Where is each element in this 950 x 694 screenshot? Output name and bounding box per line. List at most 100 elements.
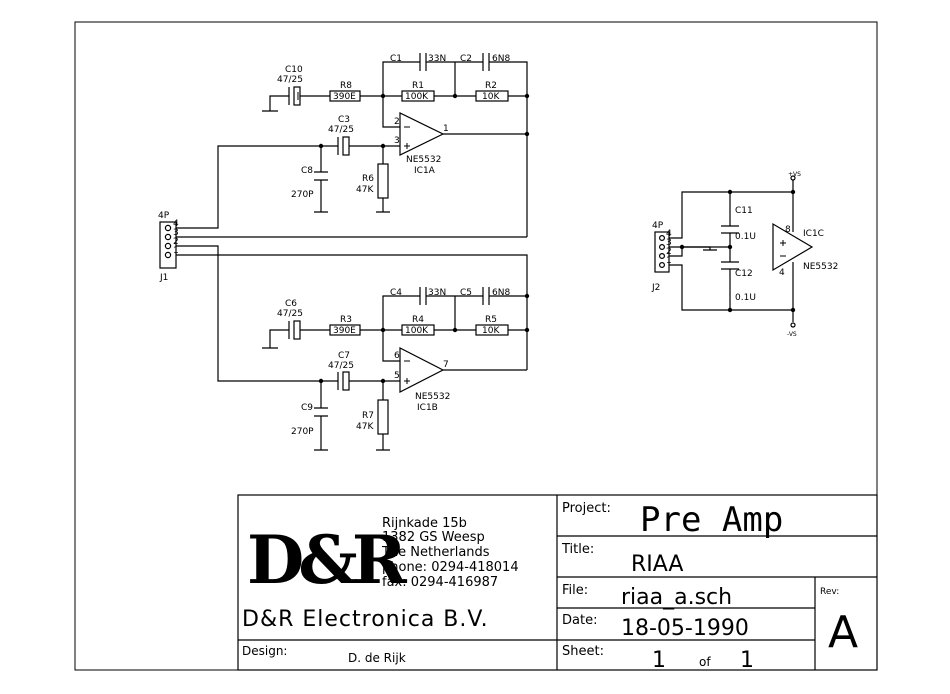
j1-pin-1: 1 <box>173 246 179 256</box>
address-line-2: 1382 GS Weesp <box>382 530 485 545</box>
r4-value: 100K <box>405 326 429 336</box>
ic1c-pin-vplus: 8 <box>785 225 791 235</box>
j1-type: 4P <box>158 211 170 221</box>
j2-pin-1: 1 <box>666 256 672 266</box>
address-phone: phone: 0294-418014 <box>382 560 519 575</box>
vminus-label: -VS <box>787 331 797 338</box>
r5-value: 10K <box>482 326 500 336</box>
c3-value: 47/25 <box>328 125 354 135</box>
c10-ref: C10 <box>285 65 303 75</box>
r8-ref: R8 <box>340 81 352 91</box>
c12-ref: C12 <box>735 269 753 279</box>
r7-value: 47K <box>356 422 374 432</box>
r4-ref: R4 <box>412 315 424 325</box>
r3-ref: R3 <box>340 315 352 325</box>
r3-value: 390E <box>333 326 356 336</box>
ic1c-part: NE5532 <box>803 262 838 272</box>
c9-value: 270P <box>291 427 314 437</box>
c7-value: 47/25 <box>328 361 354 371</box>
file-name: riaa_a.sch <box>621 585 732 610</box>
r6-value: 47K <box>356 185 374 195</box>
revision: A <box>828 607 858 658</box>
c11-value: 0.1U <box>735 232 756 242</box>
company-name: D&R Electronica B.V. <box>242 607 489 632</box>
junctions-a <box>318 93 530 149</box>
j2-pin-4: 4 <box>666 229 672 239</box>
c3-ref: C3 <box>338 115 350 125</box>
c1-ref: C1 <box>390 54 402 64</box>
ic1a-pin-out: 1 <box>443 124 449 134</box>
ic1a-ref: IC1A <box>414 166 436 176</box>
j2-type: 4P <box>652 221 664 231</box>
file-label: File: <box>562 583 588 598</box>
c1-value: 33N <box>428 54 446 64</box>
r7-ref: R7 <box>362 411 374 421</box>
c11-ref: C11 <box>735 206 753 216</box>
j2-ref: J2 <box>651 283 660 293</box>
j1-ref: J1 <box>159 273 168 283</box>
c5-ref: C5 <box>460 288 472 298</box>
c2-ref: C2 <box>460 54 472 64</box>
j1-pin-2: 2 <box>173 237 179 247</box>
c6-ref: C6 <box>285 299 297 309</box>
title-block <box>237 494 878 671</box>
sheet-of: of <box>699 655 711 669</box>
ic1a-pin-inv: 2 <box>394 117 400 127</box>
c12-value: 0.1U <box>735 293 756 303</box>
c5-value: 6N8 <box>492 288 510 298</box>
c10-value: 47/25 <box>277 75 303 85</box>
sheet-number: 1 <box>652 648 666 673</box>
rev-label: Rev: <box>820 587 839 597</box>
address-line-3: The Netherlands <box>381 545 490 560</box>
ic1a-pin-noninv: 3 <box>394 136 400 146</box>
address-line-1: Rijnkade 15b <box>382 516 467 531</box>
ic1c-pin-vminus: 4 <box>779 268 785 278</box>
c8-ref: C8 <box>301 166 313 176</box>
project-name: Pre Amp <box>640 500 783 540</box>
sheet-label: Sheet: <box>562 644 604 659</box>
r1-value: 100K <box>405 92 429 102</box>
ic1b-part: NE5532 <box>415 392 450 402</box>
design-label: Design: <box>242 644 287 658</box>
project-label: Project: <box>562 501 611 516</box>
logo-text: D&R <box>247 521 408 599</box>
ic1b-pin-noninv: 5 <box>394 371 400 381</box>
channel-a <box>176 53 528 238</box>
r2-ref: R2 <box>485 81 497 91</box>
c7-ref: C7 <box>338 351 350 361</box>
designer-name: D. de Rijk <box>348 651 406 665</box>
j2-pin-3: 3 <box>666 238 672 248</box>
c9-ref: C9 <box>301 403 313 413</box>
r6-ref: R6 <box>362 174 374 184</box>
sheet-total: 1 <box>740 648 754 673</box>
r5-ref: R5 <box>485 315 497 325</box>
j1-pin-4: 4 <box>173 219 179 229</box>
drawing-title: RIAA <box>631 552 684 577</box>
j1-connector <box>159 221 177 269</box>
c6-value: 47/25 <box>277 309 303 319</box>
junctions-b <box>318 293 530 384</box>
c8-value: 270P <box>291 190 314 200</box>
c4-value: 33N <box>428 288 446 298</box>
r2-value: 10K <box>482 92 500 102</box>
c2-value: 6N8 <box>492 54 510 64</box>
channel-b <box>176 245 528 451</box>
j2-pin-2: 2 <box>666 247 672 257</box>
title-label: Title: <box>561 542 594 557</box>
j1-pin-3: 3 <box>173 228 179 238</box>
ic1c-ref: IC1C <box>803 229 824 239</box>
drawing-date: 18-05-1990 <box>621 616 749 641</box>
c4-ref: C4 <box>390 288 402 298</box>
address-fax: fax: 0294-416987 <box>382 575 498 590</box>
ic1a-part: NE5532 <box>406 155 441 165</box>
r1-ref: R1 <box>412 81 424 91</box>
r8-value: 390E <box>333 92 356 102</box>
company-logo: D&R <box>247 521 414 599</box>
ic1b-ref: IC1B <box>417 403 438 413</box>
ic1b-pin-inv: 6 <box>394 351 400 361</box>
date-label: Date: <box>562 613 597 628</box>
power-section <box>654 175 814 328</box>
ic1b-pin-out: 7 <box>443 360 449 370</box>
vplus-label: +VS <box>788 171 801 178</box>
